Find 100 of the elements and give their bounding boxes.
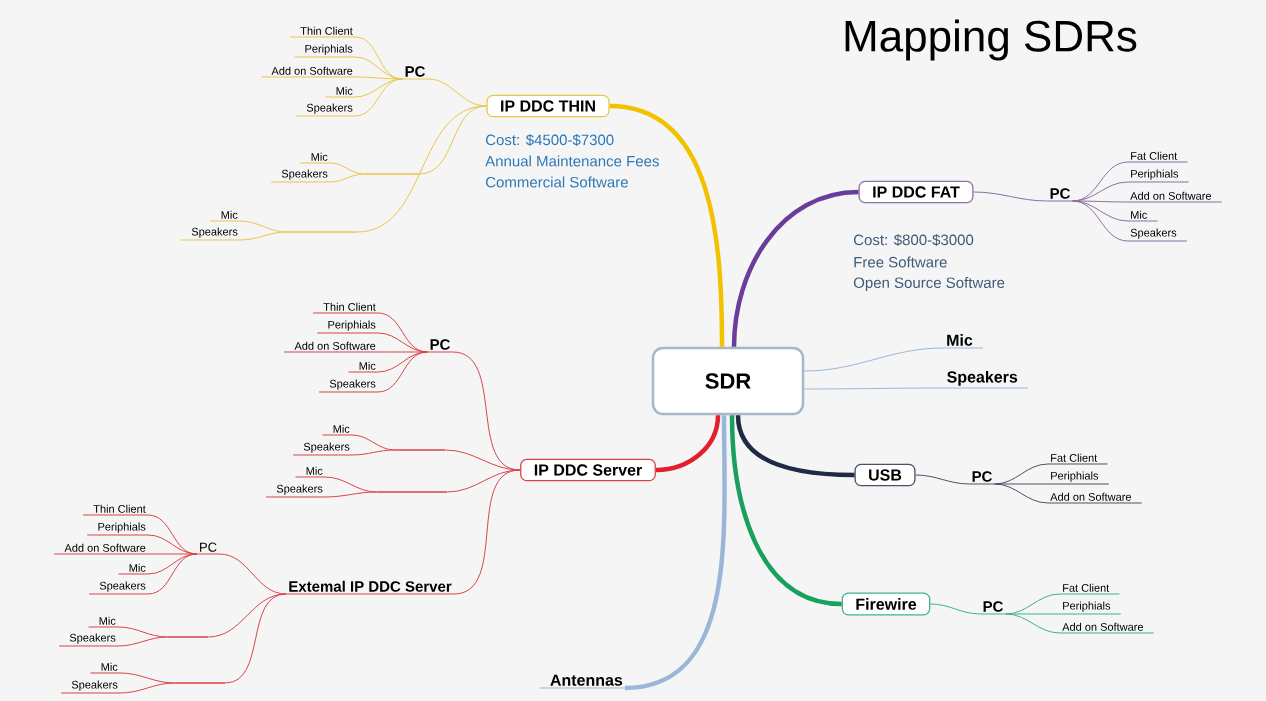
central-topic-box: SDR [651, 346, 805, 416]
connector [453, 469, 521, 595]
connector [354, 78, 403, 117]
connector [446, 469, 521, 493]
leaf-label: Periphials [1127, 169, 1190, 183]
note-text: Cost: $4500-$7300 [486, 133, 614, 147]
branch-line [175, 682, 225, 684]
leaf-label: Speakers [180, 227, 241, 241]
connector [1005, 613, 1061, 634]
leaf-label: Mic [322, 424, 353, 436]
branch-label: PC [979, 601, 1007, 615]
connector [147, 553, 198, 555]
connector [119, 682, 176, 694]
connector [356, 105, 487, 233]
leaf-label: Mic [1127, 210, 1158, 222]
leaf-label: Speakers [265, 484, 326, 498]
leaf-label: Speakers [1127, 228, 1188, 242]
connector [803, 347, 945, 372]
note-text: Free Software [854, 256, 947, 268]
leaf-label: Add on Software [260, 66, 356, 78]
leaf-label: Speakers [270, 169, 331, 183]
branch-label: PC [401, 66, 429, 80]
leaf-label: Mic [300, 152, 331, 164]
topic-box: Firewire [841, 592, 931, 616]
connector [609, 103, 725, 347]
leaf-label: Speakers [88, 581, 149, 595]
connector [731, 189, 859, 347]
connector [624, 415, 727, 691]
leaf-label: Speakers [318, 379, 379, 393]
branch-label: PC [968, 471, 996, 485]
leaf-label: Thin Client [312, 302, 379, 314]
topic-box: IP DDC FAT [858, 180, 974, 204]
leaf-label: Add on Software [1047, 492, 1143, 504]
connector [329, 173, 365, 183]
connector [729, 415, 842, 607]
leaf-label: Add on Software [283, 341, 379, 353]
leaf-label: Speakers [292, 442, 353, 456]
branch-label: Extemal IP DDC Server [285, 580, 455, 595]
leaf-label: Mic [943, 334, 984, 349]
connector [803, 387, 945, 390]
leaf-label: Fat Client [1047, 453, 1108, 465]
connector [1005, 613, 1061, 615]
leaf-label: Periphials [316, 320, 379, 334]
topic-box: IP DDC Server [520, 458, 656, 482]
connector [117, 636, 169, 647]
note-text: Commercial Software [486, 176, 628, 188]
connector [915, 474, 970, 485]
branch-line [377, 491, 447, 493]
note-text: Annual Maintenance Fees [485, 155, 659, 167]
leaf-label: Mic [325, 86, 356, 98]
leaf-label: Periphials [1059, 601, 1122, 615]
note-text: Cost: $800-$3000 [853, 233, 974, 247]
connector [147, 553, 198, 595]
note-text: Open Source Software [853, 277, 1005, 291]
connector [239, 231, 288, 241]
leaf-label: Mic [348, 361, 379, 373]
topic-box: USB [854, 463, 916, 487]
topic-box: IP DDC THIN [486, 94, 610, 118]
title: Mapping SDRs [845, 19, 1137, 61]
leaf-label: Add on Software [53, 543, 149, 555]
leaf-label: Fat Client [1059, 583, 1120, 595]
leaf-label: Fat Client [1127, 151, 1188, 163]
leaf-label: Mic [210, 210, 241, 222]
leaf-label: Periphials [86, 522, 149, 536]
leaf-label: Speakers [943, 370, 1029, 389]
leaf-label: Mic [90, 662, 121, 674]
connector [324, 491, 378, 498]
leaf-label: Mic [88, 616, 119, 628]
leaf-label: Mic [295, 466, 326, 478]
connector [224, 593, 287, 684]
branch-line [287, 231, 357, 233]
connector [377, 351, 428, 393]
leaf-label: Speakers [295, 103, 356, 117]
connector [994, 483, 1049, 485]
leaf-label: Add on Software [1059, 622, 1155, 634]
connector [218, 553, 287, 595]
leaf-label: Add on Software [1127, 191, 1223, 203]
leaf-label: Speakers [60, 680, 121, 694]
connector [655, 415, 721, 473]
leaf-label: Thin Client [289, 26, 356, 38]
branch-line [168, 636, 208, 638]
leaf-label: Thin Client [82, 504, 149, 516]
connector [994, 483, 1049, 504]
leaf-label: Periphials [1047, 471, 1110, 485]
branch-line [395, 449, 445, 451]
connector [973, 191, 1048, 202]
leaf-label: Periphials [293, 44, 356, 58]
branch-line [364, 173, 420, 175]
connector [354, 76, 403, 80]
connector [1072, 200, 1129, 203]
branch-label: PC [1046, 188, 1074, 202]
connector [929, 603, 981, 615]
connector [1072, 200, 1129, 242]
leaf-label: Antennas [539, 674, 626, 689]
connector [735, 415, 855, 478]
leaf-label: Speakers [58, 633, 119, 647]
branch-label: PC [426, 339, 454, 353]
connector [377, 351, 428, 353]
branch-label: PC [196, 542, 220, 555]
connector [329, 162, 365, 175]
